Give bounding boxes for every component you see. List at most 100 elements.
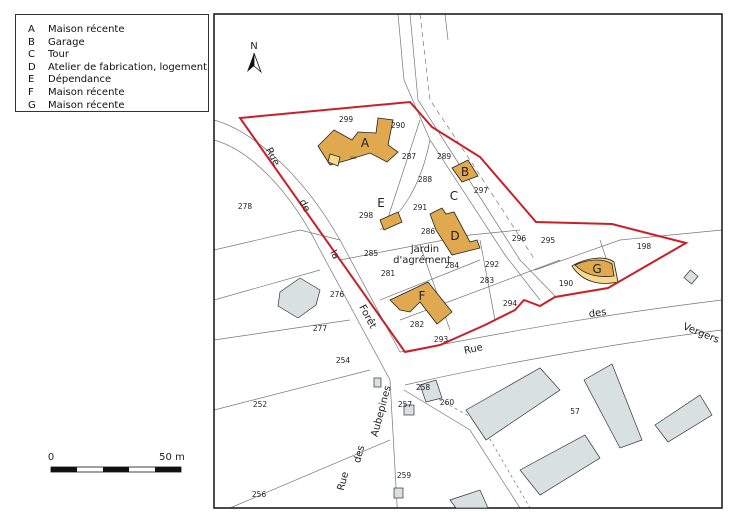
- building-b: [451, 159, 479, 183]
- legend-key: A: [28, 24, 35, 35]
- legend-key: C: [28, 49, 35, 61]
- parcel-number: 252: [253, 400, 268, 409]
- parcel-number: 198: [637, 242, 652, 251]
- scale-start-label: 0: [48, 452, 54, 463]
- neighbour-building: [373, 377, 382, 388]
- north-arrow: N: [247, 41, 262, 74]
- scale-bar: 0 50 m: [48, 452, 185, 473]
- parcel-number: 288: [418, 175, 433, 184]
- parcel-number: 283: [480, 276, 495, 285]
- parcel-number: 57: [570, 407, 580, 416]
- neighbour-building: [277, 277, 321, 319]
- parcel-number: 278: [238, 202, 253, 211]
- parcel-number: 260: [440, 398, 455, 407]
- parcel-number: 295: [541, 236, 556, 245]
- parcel-number: 292: [485, 260, 500, 269]
- parcel-number: 287: [402, 152, 417, 161]
- legend-item: D Atelier de fabrication, logement: [28, 62, 208, 75]
- parcel-number: 296: [512, 234, 527, 243]
- parcel-number: 257: [398, 400, 413, 409]
- north-label: N: [250, 41, 257, 52]
- street-label: Rue: [336, 471, 352, 492]
- legend-label: Maison récente: [48, 86, 125, 98]
- legend-item: E Dépendance: [28, 74, 208, 87]
- legend-label: Garage: [48, 36, 85, 48]
- north-arrow-icon: [247, 53, 254, 72]
- label-d: D: [450, 229, 459, 243]
- parcel-number: 254: [336, 356, 351, 365]
- neighbour-building: [419, 379, 443, 403]
- building-e: [379, 211, 403, 231]
- garden-label: d'agrément: [393, 254, 451, 266]
- garden-label: jardin: [410, 244, 439, 255]
- study-buildings: [317, 117, 619, 325]
- parcel-number: 284: [445, 261, 460, 270]
- parcel-number: 282: [410, 320, 425, 329]
- legend-key: F: [28, 86, 34, 98]
- street-label: des: [588, 307, 607, 320]
- legend: A Maison récente B Garage C Tour D Atelier d…: [15, 14, 209, 112]
- building-a-annex: [327, 153, 341, 167]
- legend-key: G: [28, 99, 36, 111]
- building-d: [429, 207, 481, 256]
- legend-label: Maison récente: [48, 24, 125, 35]
- street-rue-des-aubepines: Rue des Aubepines: [336, 385, 394, 492]
- neighbour-building: [403, 404, 415, 416]
- legend-key: D: [28, 61, 36, 73]
- parcel-number: 281: [381, 269, 396, 278]
- property-boundary: [238, 100, 689, 354]
- parcel-number: 297: [474, 186, 489, 195]
- parcel-number: 190: [559, 279, 574, 288]
- parcel-number: 286: [421, 227, 436, 236]
- label-f: F: [419, 289, 426, 303]
- legend-item: C Tour: [28, 49, 208, 62]
- legend-item: B Garage: [28, 37, 208, 50]
- label-g: G: [592, 262, 601, 276]
- street-label: Rue: [463, 342, 484, 357]
- neighbour-building: [519, 434, 601, 496]
- neighbour-building: [393, 487, 404, 499]
- legend-item: A Maison récente: [28, 24, 208, 37]
- legend-key: E: [28, 74, 35, 86]
- neighbour-building: [465, 367, 561, 441]
- neighbour-building: [583, 363, 643, 449]
- scale-end-label: 50 m: [159, 452, 185, 463]
- street-label: Aubepines: [369, 385, 393, 439]
- legend-item: F Maison récente: [28, 87, 208, 100]
- parcel-number: 298: [359, 211, 374, 220]
- parcel-number: 256: [252, 490, 267, 499]
- parcel-number: 293: [434, 335, 449, 344]
- legend-key: B: [28, 36, 35, 48]
- map-frame: [213, 13, 723, 509]
- legend-label: Tour: [48, 49, 69, 61]
- street-label: Vergers: [681, 321, 720, 345]
- parcel-number: 258: [416, 383, 431, 392]
- building-a: [317, 117, 399, 166]
- parcel-number: 294: [503, 299, 518, 308]
- street-rue-des-vergers: Rue des Vergers: [463, 307, 721, 357]
- parcel-numbers: 299 290 287 289 288 297 291 298 286 285 …: [238, 115, 652, 499]
- legend-label: Dépendance: [48, 74, 112, 86]
- neighbour-buildings: [277, 269, 713, 509]
- legend-label: Atelier de fabrication, logement: [48, 61, 207, 73]
- street-label: des: [352, 444, 367, 464]
- parcel-number: 289: [437, 152, 452, 161]
- street-label: Rue: [263, 146, 282, 168]
- building-f: [389, 281, 453, 325]
- parcel-number: 277: [313, 324, 328, 333]
- parcel-number: 259: [397, 471, 412, 480]
- parcel-number: 276: [330, 290, 345, 299]
- parcel-lines: [214, 14, 722, 508]
- neighbour-building: [683, 269, 699, 285]
- parcel-number: 291: [413, 203, 428, 212]
- label-a: A: [361, 136, 370, 150]
- legend-label: Maison récente: [48, 99, 125, 111]
- parcel-number: 308: [350, 156, 357, 160]
- building-g: [574, 259, 615, 277]
- legend-item: G Maison récente: [28, 100, 208, 113]
- street-label: de: [296, 198, 312, 214]
- parcel-number: 285: [364, 249, 379, 258]
- label-b: B: [461, 165, 469, 179]
- label-e: E: [377, 196, 385, 210]
